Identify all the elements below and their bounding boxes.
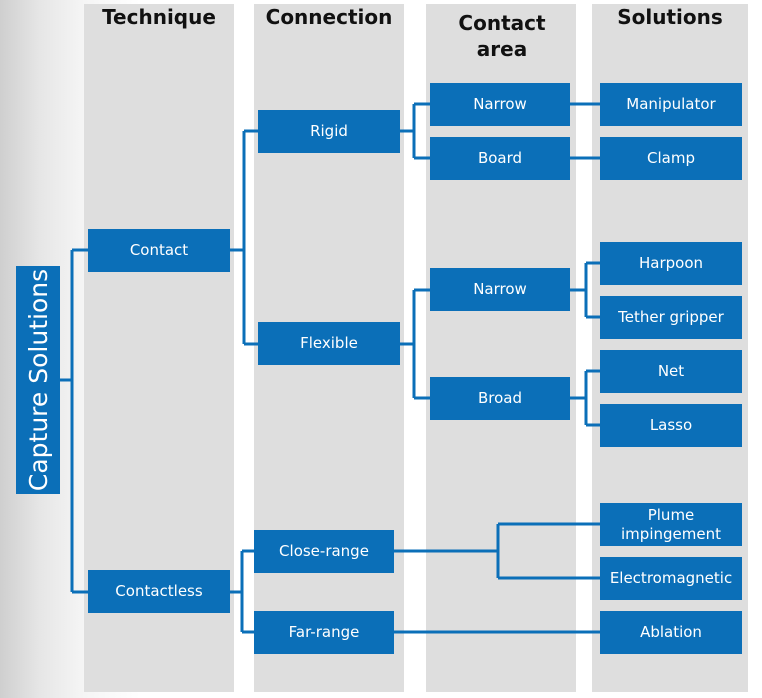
node-narrow-rigid: Narrow xyxy=(430,83,570,126)
connector-root-technique xyxy=(60,248,88,594)
node-contact: Contact xyxy=(88,229,230,272)
node-tether-gripper-label: Tether gripper xyxy=(618,308,724,326)
node-rigid: Rigid xyxy=(258,110,400,153)
node-electromagnetic: Electromagnetic xyxy=(600,557,742,600)
column-header-contact-area: Contact area xyxy=(458,11,546,61)
node-flexible: Flexible xyxy=(258,322,400,365)
node-net: Net xyxy=(600,350,742,393)
node-net-label: Net xyxy=(657,362,685,380)
node-narrow-flexible: Narrow xyxy=(430,268,570,311)
node-tether-gripper: Tether gripper xyxy=(600,296,742,339)
connector-contact-connection xyxy=(230,129,258,346)
node-flexible-label: Flexible xyxy=(300,334,358,352)
node-ablation: Ablation xyxy=(600,611,742,654)
node-manipulator: Manipulator xyxy=(600,83,742,126)
connector-close-range-solutions xyxy=(394,522,600,580)
node-lasso-label: Lasso xyxy=(649,416,693,434)
connector-contactless-connection xyxy=(230,549,254,634)
column-header-connection: Connection xyxy=(265,5,393,29)
root-label: Capture Solutions xyxy=(23,268,53,492)
node-ablation-label: Ablation xyxy=(640,623,702,641)
node-far-range-label: Far-range xyxy=(288,623,360,641)
connector-narrow-solutions xyxy=(570,261,600,319)
node-narrow-flexible-label: Narrow xyxy=(473,280,527,298)
node-broad-label: Broad xyxy=(477,389,523,407)
node-clamp-label: Clamp xyxy=(647,149,695,167)
node-harpoon-label: Harpoon xyxy=(638,254,704,272)
node-far-range: Far-range xyxy=(254,611,394,654)
node-harpoon: Harpoon xyxy=(600,242,742,285)
node-plume-impingement-label: Plume impingement xyxy=(621,505,721,543)
node-broad: Broad xyxy=(430,377,570,420)
node-close-range: Close-range xyxy=(254,530,394,573)
node-electromagnetic-label: Electromagnetic xyxy=(609,569,733,587)
node-board: Board xyxy=(430,137,570,180)
node-contactless-label: Contactless xyxy=(115,582,203,600)
node-board-label: Board xyxy=(477,149,523,167)
node-rigid-label: Rigid xyxy=(310,122,348,140)
column-header-technique: Technique xyxy=(102,5,216,29)
node-close-range-label: Close-range xyxy=(279,542,369,560)
connector-broad-solutions xyxy=(570,369,600,427)
node-narrow-rigid-label: Narrow xyxy=(473,95,527,113)
column-header-solutions: Solutions xyxy=(617,5,723,29)
root-node: Capture Solutions xyxy=(16,266,60,494)
connector-flexible-contact-area xyxy=(400,288,430,400)
node-plume-impingement: Plume impingement xyxy=(600,503,742,546)
connector-rigid-contact-area xyxy=(400,102,430,160)
node-contactless: Contactless xyxy=(88,570,230,613)
node-lasso: Lasso xyxy=(600,404,742,447)
node-manipulator-label: Manipulator xyxy=(626,95,716,113)
node-contact-label: Contact xyxy=(129,241,189,259)
node-clamp: Clamp xyxy=(600,137,742,180)
